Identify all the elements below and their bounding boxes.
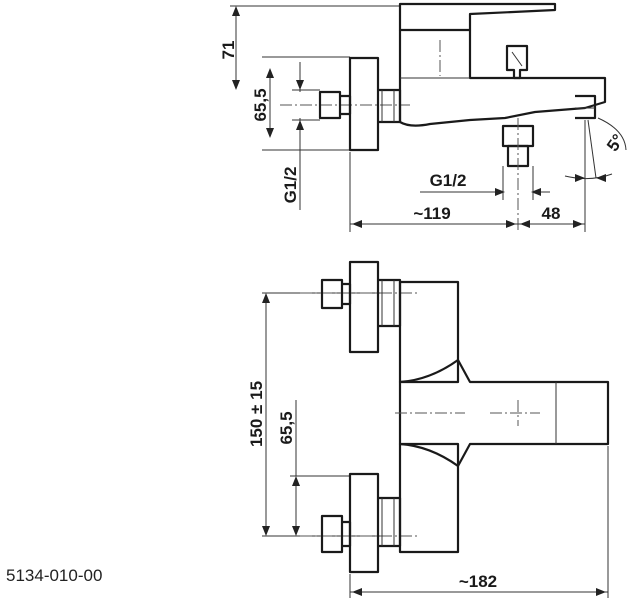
- top-eccentric-lower: [378, 496, 402, 548]
- dim-g12-outlet-label: G1/2: [430, 171, 467, 190]
- side-spout-outlet: [575, 94, 597, 120]
- top-spout: [398, 358, 610, 468]
- side-body: [398, 30, 607, 127]
- dim-65-5-top-label: 65,5: [277, 411, 296, 444]
- side-eccentric: [378, 88, 402, 124]
- dim-119-label: ~119: [413, 204, 450, 223]
- top-body-lower: [398, 442, 460, 554]
- dim-150-label: 150 ± 15: [247, 381, 266, 447]
- dim-65-5-side-label: 65,5: [251, 88, 270, 121]
- dim-48-label: 48: [542, 204, 561, 223]
- side-view: 71 65,5 G1/2: [219, 2, 628, 232]
- model-number: 5134-010-00: [6, 566, 102, 585]
- top-inlet-nut-lower: [320, 514, 344, 554]
- dim-182-label: ~182: [459, 572, 497, 591]
- dim-5-degree-label: 5°: [603, 131, 628, 155]
- top-eccentric-upper: [378, 278, 402, 328]
- top-flange-upper: [348, 260, 380, 354]
- side-inlet-nut: [318, 90, 342, 120]
- dim-71-label: 71: [219, 41, 238, 60]
- side-lever: [398, 2, 557, 32]
- dim-g12-side-label: G1/2: [281, 167, 300, 204]
- top-body-upper: [398, 280, 460, 384]
- top-view: 150 ± 15 65,5: [247, 260, 610, 598]
- side-diverter-knob: [505, 44, 529, 80]
- top-inlet-nut-upper: [320, 278, 344, 310]
- side-wall-flange: [348, 56, 380, 152]
- side-outlet-nut: [501, 124, 535, 148]
- top-flange-lower: [348, 472, 380, 574]
